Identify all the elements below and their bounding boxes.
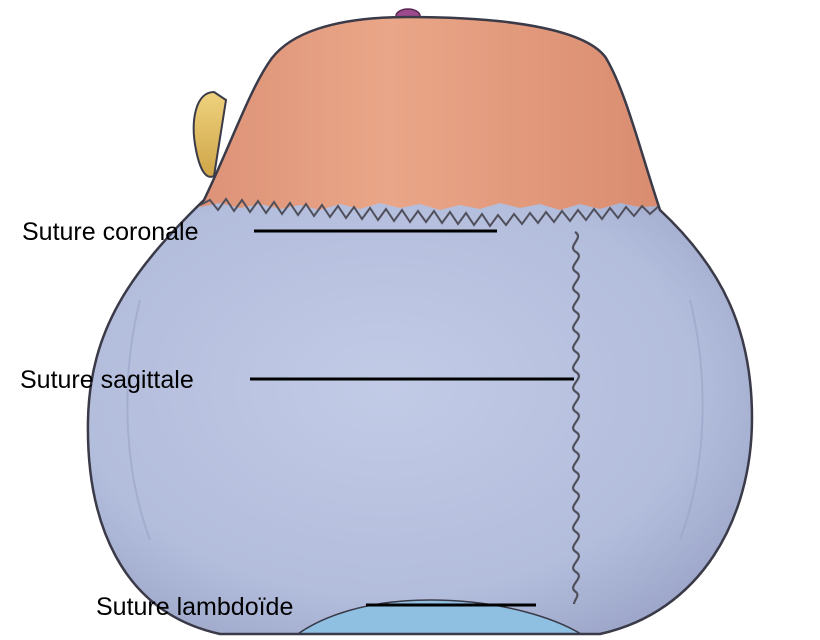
- frontal-bone-region: [150, 0, 680, 210]
- lambdoid-suture-label: Suture lambdoïde: [96, 593, 293, 621]
- parietal-bone-region: [80, 180, 760, 640]
- sagittal-suture-label: Suture sagittale: [20, 366, 194, 394]
- coronal-suture-label: Suture coronale: [22, 218, 199, 246]
